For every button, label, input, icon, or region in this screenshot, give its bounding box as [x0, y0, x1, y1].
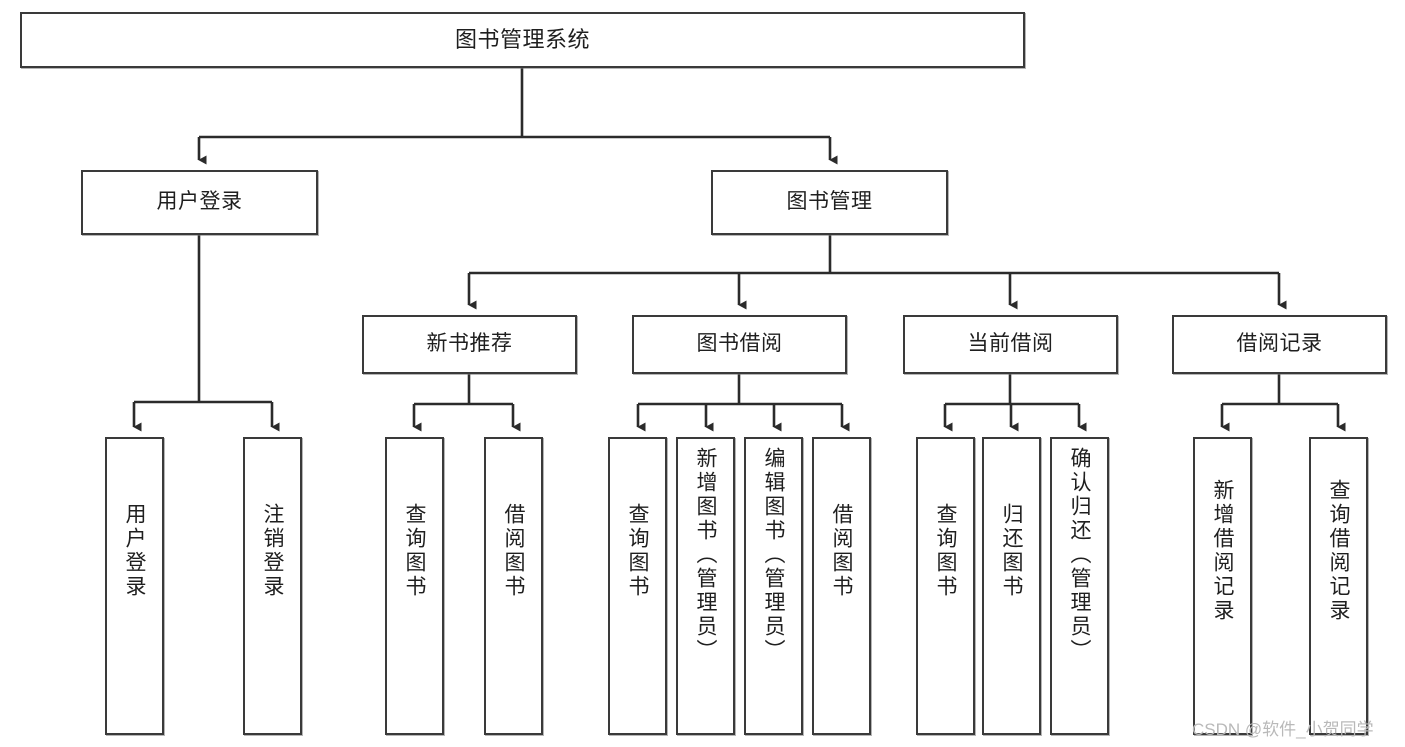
node-label: 查询图书 — [403, 503, 426, 599]
leaf-query-book-current[interactable]: 查询图书 — [916, 437, 975, 735]
node-label: 查询借阅记录 — [1327, 479, 1350, 623]
node-label: 借阅图书 — [502, 503, 525, 599]
leaf-borrow-book-recommend[interactable]: 借阅图书 — [484, 437, 543, 735]
node-label: 查询图书 — [934, 503, 957, 599]
leaf-add-book-admin[interactable]: 新增图书（管理员） — [676, 437, 735, 735]
node-label: 查询图书 — [626, 503, 649, 599]
node-label: 借阅图书 — [830, 503, 853, 599]
node-label: 新增借阅记录 — [1211, 479, 1234, 623]
node-label: 确认归还（管理员） — [1068, 447, 1091, 663]
node-label: 注销登录 — [261, 503, 284, 599]
leaf-borrow-book-borrow[interactable]: 借阅图书 — [812, 437, 871, 735]
leaf-query-book-recommend[interactable]: 查询图书 — [385, 437, 444, 735]
node-borrow-record[interactable]: 借阅记录 — [1172, 315, 1387, 374]
leaf-return-book[interactable]: 归还图书 — [982, 437, 1041, 735]
node-label: 图书借阅 — [696, 332, 783, 356]
leaf-confirm-return-admin[interactable]: 确认归还（管理员） — [1050, 437, 1109, 735]
node-user-login[interactable]: 用户登录 — [81, 170, 318, 235]
leaf-add-borrow-record[interactable]: 新增借阅记录 — [1193, 437, 1252, 735]
leaf-user-login[interactable]: 用户登录 — [105, 437, 164, 735]
node-book-borrow[interactable]: 图书借阅 — [632, 315, 847, 374]
node-label: 图书管理 — [786, 190, 873, 214]
node-label: 归还图书 — [1000, 503, 1023, 599]
leaf-logout[interactable]: 注销登录 — [243, 437, 302, 735]
leaf-edit-book-admin[interactable]: 编辑图书（管理员） — [744, 437, 803, 735]
node-label: 新书推荐 — [426, 332, 513, 356]
node-label: 编辑图书（管理员） — [762, 447, 785, 663]
node-root-book-management-system[interactable]: 图书管理系统 — [20, 12, 1025, 68]
node-label: 用户登录 — [156, 190, 243, 214]
node-book-management[interactable]: 图书管理 — [711, 170, 948, 235]
node-new-book-recommend[interactable]: 新书推荐 — [362, 315, 577, 374]
node-label: 图书管理系统 — [454, 27, 590, 53]
leaf-query-borrow-record[interactable]: 查询借阅记录 — [1309, 437, 1368, 735]
node-label: 借阅记录 — [1236, 332, 1323, 356]
node-current-borrow[interactable]: 当前借阅 — [903, 315, 1118, 374]
node-label: 用户登录 — [123, 503, 146, 599]
node-label: 新增图书（管理员） — [694, 447, 717, 663]
leaf-query-book-borrow[interactable]: 查询图书 — [608, 437, 667, 735]
node-label: 当前借阅 — [967, 332, 1054, 356]
csdn-watermark: CSDN @软件_小贺同学 — [1192, 720, 1374, 739]
